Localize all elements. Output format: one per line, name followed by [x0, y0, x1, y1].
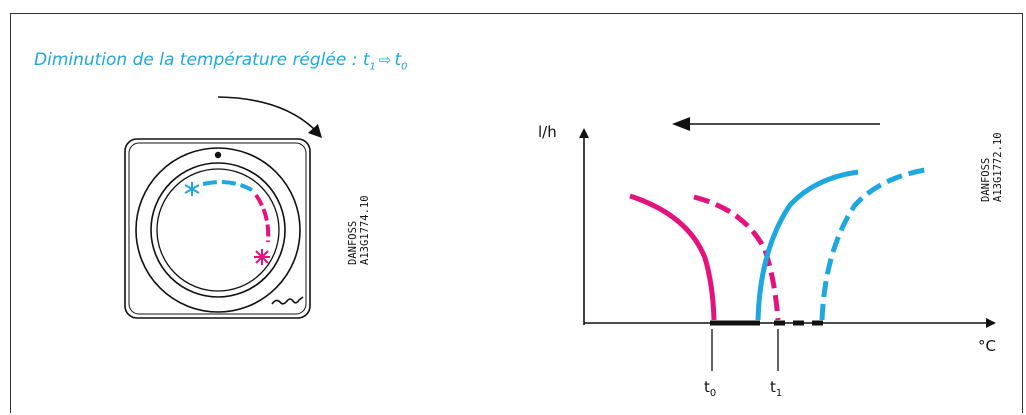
snowflake-asterisk-icon — [184, 182, 200, 196]
dial-knob-outer — [150, 162, 286, 298]
dial-inner-plate — [128, 142, 307, 315]
dial-outer-plate — [124, 138, 311, 319]
curve-cyan-dashed — [819, 167, 926, 321]
tick-label-t1: t1 — [770, 378, 782, 399]
dial-code-line2: A13G1774.10 — [359, 195, 371, 265]
dial-knob-inner — [156, 168, 280, 292]
dial-reference-code: DANFOSS A13G1774.10 — [347, 195, 371, 265]
curve-cyan-solid — [755, 169, 859, 321]
title-arrow: ⇨ — [378, 51, 392, 69]
title-t0-sub: 0 — [401, 61, 408, 73]
curve-magenta-dashed — [693, 194, 781, 321]
shift-direction-arrowhead — [672, 117, 690, 131]
curve-magenta-solid — [629, 193, 717, 321]
chart-code-line1: DANFOSS — [980, 158, 992, 202]
title-t1: t — [362, 50, 370, 70]
tick-label-t0: t0 — [704, 378, 716, 399]
y-axis-label: l/h — [538, 123, 557, 141]
sun-asterisk-icon — [254, 249, 270, 265]
rotation-arrow — [217, 96, 319, 134]
dial-code-line1: DANFOSS — [347, 221, 359, 265]
thermostat-dial — [124, 138, 311, 319]
title-main: Diminution de la température réglée : — [34, 50, 363, 70]
figure-title: Diminution de la température réglée : t1… — [34, 50, 408, 72]
danfoss-logo-icon — [271, 296, 304, 305]
dial-bezel-ring — [135, 147, 301, 313]
dial-position-dot — [214, 151, 222, 159]
chart-code-line2: A13G1772.10 — [992, 132, 1004, 202]
dial-magenta-arc — [254, 193, 271, 243]
chart-reference-code: DANFOSS A13G1772.10 — [980, 132, 1004, 202]
dial-cyan-arc — [202, 180, 253, 192]
title-t0: t — [394, 50, 402, 70]
title-t1-sub: 1 — [369, 61, 376, 73]
x-axis-label: °C — [978, 337, 996, 355]
figure-frame — [10, 13, 1023, 413]
rotation-arrowhead — [308, 124, 322, 138]
